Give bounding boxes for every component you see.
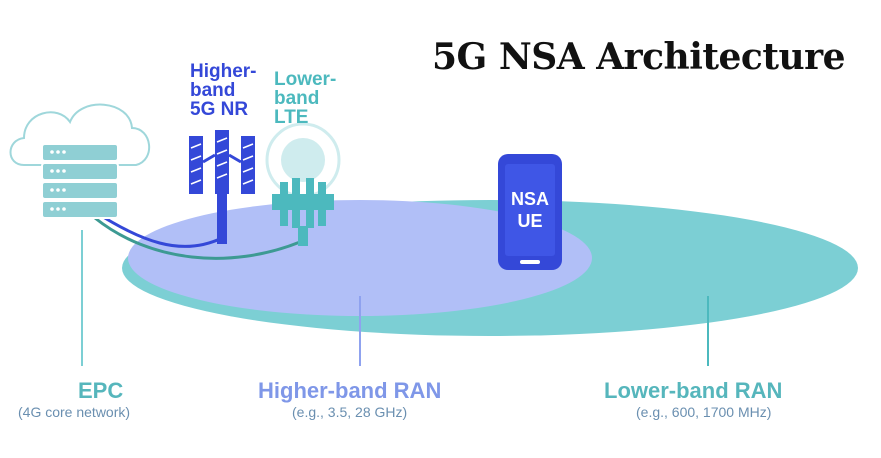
higher-band-5g-nr-label: Higher- band 5G NR	[190, 61, 257, 120]
epc-label: EPC	[78, 378, 124, 403]
backhaul-link-5g	[94, 210, 223, 248]
lte-tower-icon	[265, 122, 341, 246]
nsa-ue-device-icon	[498, 154, 562, 270]
lower-band-ran-label: Lower-band RAN	[604, 378, 783, 403]
higher-band-ran-label: Higher-band RAN	[258, 378, 442, 403]
server-icon	[41, 143, 119, 219]
higher-band-coverage-area	[128, 200, 592, 316]
lower-band-ran-sublabel: (e.g., 600, 1700 MHz)	[636, 404, 772, 420]
nsa-ue-label: NSA UE	[510, 189, 549, 231]
diagram-title: 5G NSA Architecture	[432, 36, 846, 78]
backhaul-link-lte	[94, 216, 301, 260]
higher-band-ran-sublabel: (e.g., 3.5, 28 GHz)	[292, 404, 408, 420]
lower-band-lte-label: Lower- band LTE	[274, 69, 337, 128]
5g-nr-tower-icon	[189, 130, 255, 244]
epc-sublabel: (4G core network)	[18, 404, 131, 420]
